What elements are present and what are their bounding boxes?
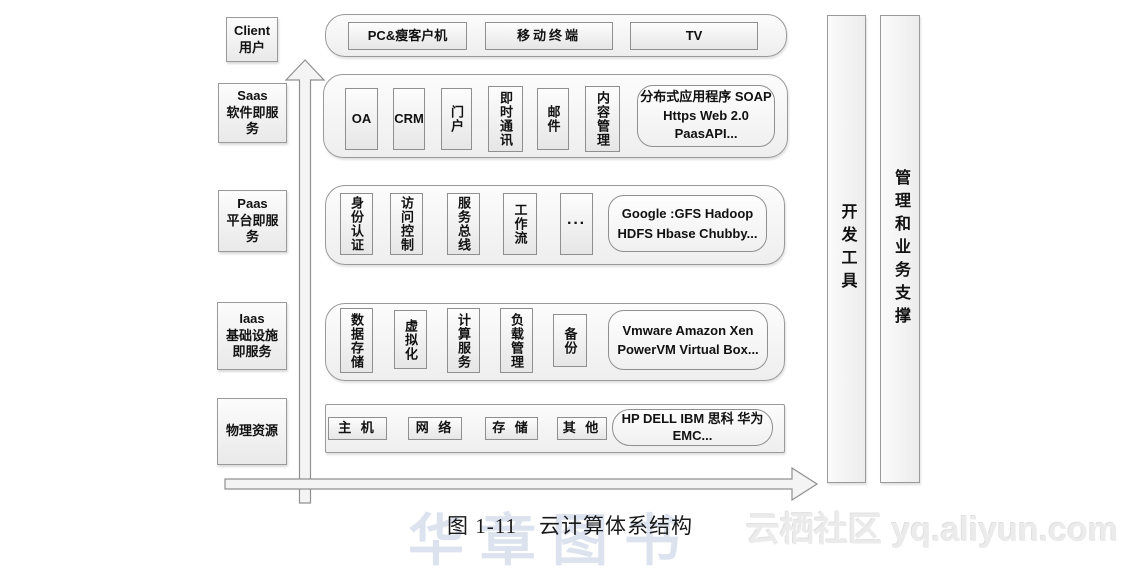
box-compute-service: 计算服务 [447,308,480,373]
layer-label-paas: Paas 平台即服 务 [218,190,287,252]
figure-caption: 图 1-11 云计算体系结构 [447,514,693,538]
column-dev-tools-label: 开发工具 [838,203,856,295]
horizontal-axis-arrow [224,466,819,502]
box-access-control: 访问控制 [390,193,423,255]
box-other: 其 他 [557,417,607,440]
watermark-yunqi-aliyun: 云栖社区 yq.aliyun.com [746,511,1119,549]
note-iaas-tech: Vmware Amazon Xen PowerVM Virtual Box... [608,310,768,370]
vertical-axis-arrow [284,59,326,504]
box-oa: OA [345,88,378,150]
box-email: 邮件 [537,88,569,150]
layer-label-physical: 物理资源 [217,398,287,465]
layer-label-iaas: Iaas 基础设施 即服务 [217,302,287,370]
box-instant-messaging: 即时通讯 [488,86,523,152]
column-mgmt-support-label: 管理和业务支撑 [892,168,909,330]
axis-arrows [224,59,819,504]
box-ellipsis: ··· [560,193,593,255]
layer-label-saas: Saas 软件即服 务 [218,83,287,143]
box-pc-thin-client: PC&瘦客户机 [348,22,467,50]
box-load-management: 负载管理 [500,308,533,373]
note-paas-tech: Google :GFS Hadoop HDFS Hbase Chubby... [608,195,767,252]
box-crm: CRM [393,88,425,150]
box-mobile-terminal: 移动终端 [485,22,613,50]
column-mgmt-support: 管理和业务支撑 [880,15,920,483]
note-physical-vendors: HP DELL IBM 思科 华为 EMC... [612,409,773,446]
column-dev-tools: 开发工具 [827,15,866,483]
box-service-bus: 服务总线 [447,193,480,255]
box-content-management: 内容管理 [585,86,620,152]
layer-label-client: Client 用户 [226,17,278,62]
note-saas-tech: 分布式应用程序 SOAP Https Web 2.0 PaasAPI... [637,85,775,147]
box-backup: 备份 [553,314,587,367]
box-network: 网 络 [408,417,462,440]
box-data-storage: 数据存储 [340,308,373,373]
box-workflow: 工作流 [503,193,537,255]
box-host: 主 机 [328,417,387,440]
box-virtualization: 虚拟化 [394,310,427,369]
box-tv: TV [630,22,758,50]
box-storage: 存 储 [485,417,538,440]
box-portal: 门户 [441,88,472,150]
box-identity-auth: 身份认证 [340,193,373,255]
